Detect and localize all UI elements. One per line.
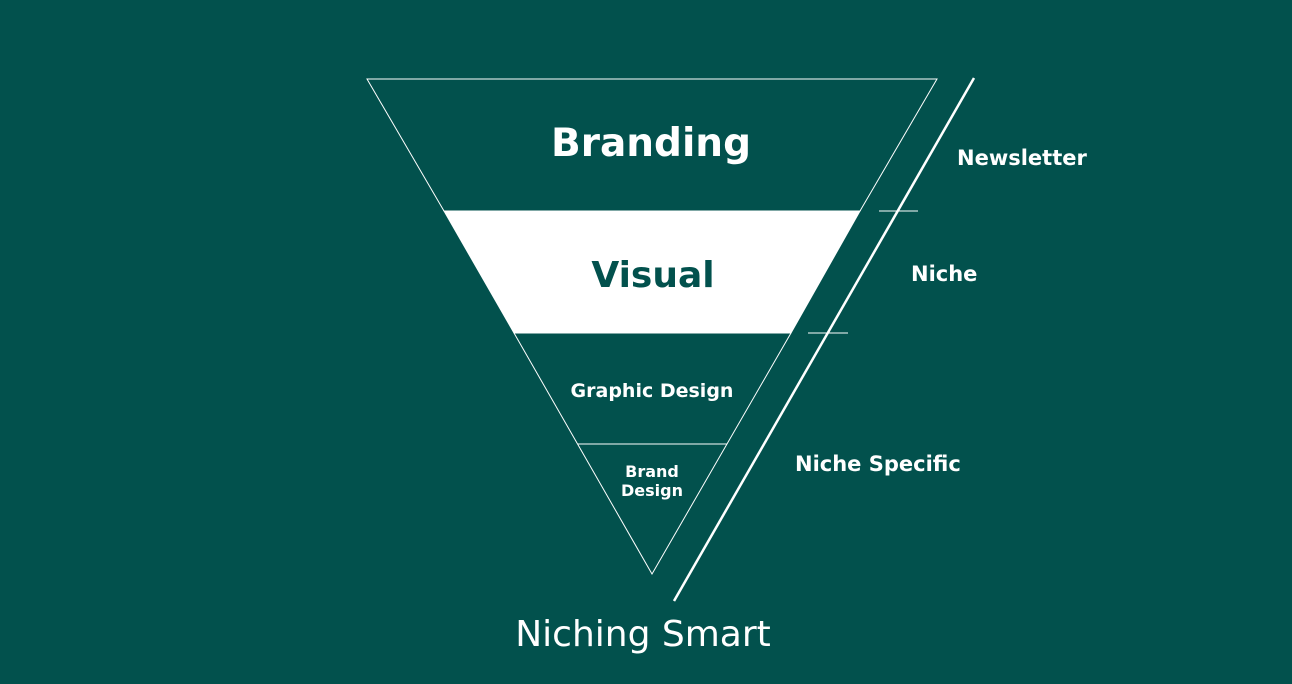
funnel-lower-outline	[513, 332, 792, 576]
tier-label-graphic-design: Graphic Design	[571, 380, 734, 402]
tier-label-visual: Visual	[591, 255, 714, 296]
tier-label-branding: Branding	[551, 121, 751, 166]
scale-label-niche: Niche	[911, 262, 977, 286]
scale-label-niche-specific: Niche Specific	[795, 452, 961, 476]
diagram-caption: Niching Smart	[515, 614, 771, 655]
scale-diagonal-line	[672, 77, 976, 602]
scale-label-newsletter: Newsletter	[957, 146, 1087, 170]
tier-label-brand-design-line-2: Design	[621, 481, 683, 500]
tier-label-brand-design-line-1: Brand	[625, 462, 679, 481]
